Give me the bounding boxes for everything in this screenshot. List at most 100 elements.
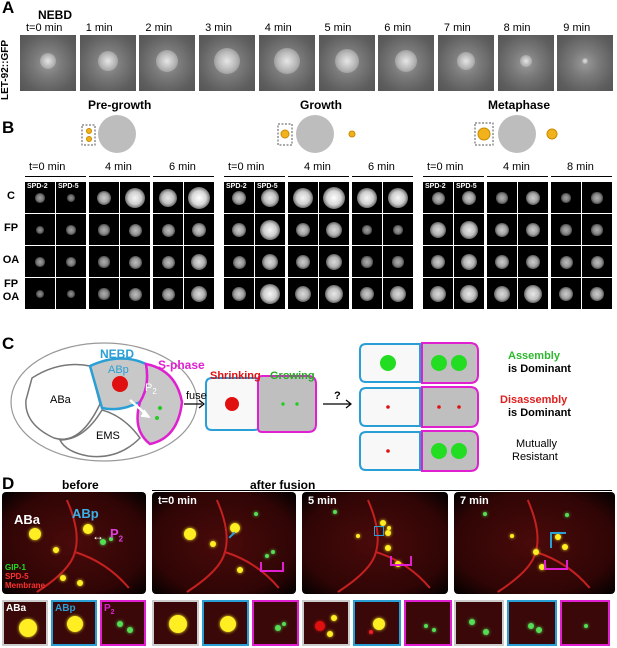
b-spot-0-1-0-1: [124, 187, 146, 209]
b-rule-2-2: [551, 176, 612, 177]
d-spot-t0-6: [254, 512, 258, 516]
b-spot-1-1-3-1: [324, 284, 344, 304]
a-time-6: 6 min: [384, 22, 412, 34]
b-spot-2-2-3-1: [589, 286, 605, 302]
c-shrinking-label: Shrinking: [210, 370, 261, 382]
b-rule-2-0: [423, 176, 484, 177]
d-inset-p2-sub: 2: [110, 609, 115, 616]
b-tile-1-1-0-0: [288, 182, 318, 213]
c-nebd-label: NEBD: [100, 347, 135, 361]
a-frame-7: [437, 35, 494, 91]
b-chan-label-0-1: SPD-5: [58, 183, 79, 190]
b-spot-1-2-0-1: [387, 187, 409, 209]
b-spot-1-1-0-1: [323, 187, 345, 209]
b-tile-0-0-3-1: [56, 278, 86, 309]
b-tile-1-1-3-0: [288, 278, 318, 309]
b-tile-0-0-1-0: [25, 214, 55, 245]
b-spot-1-0-2-1: [261, 253, 279, 271]
b-tile-0-0-3-0: [25, 278, 55, 309]
b-spot-0-0-3-0: [36, 290, 44, 298]
b-tile-1-0-3-1: [255, 278, 285, 309]
d-spot-t5-4: [385, 545, 391, 551]
d-inset-t7-1: [507, 600, 557, 646]
d-spot-t5-6: [356, 534, 360, 538]
b-tile-1-0-0-0: SPD-2: [224, 182, 254, 213]
a-nucleus-6: [395, 50, 418, 72]
b-spot-2-0-0-1: [461, 190, 477, 206]
b-spot-1-2-0-0: [356, 187, 378, 209]
d-inset-spot-t7-1-0: [528, 623, 534, 629]
a-frame-9: [557, 35, 614, 91]
b-spot-2-2-0-1: [591, 192, 603, 204]
d-inset-spot-t5-1-1: [369, 630, 373, 634]
d-p2-label: P2: [110, 526, 123, 544]
d-spot-t0-1: [230, 523, 240, 533]
pregrowth-nucleus: [98, 115, 136, 153]
b-rule-2-1: [487, 176, 548, 177]
b-tile-0-1-0-1: [120, 182, 150, 213]
d-inset-spot-t5-0-0: [315, 621, 325, 631]
b-rule-1-2: [352, 176, 413, 177]
b-time-1-2: 6 min: [368, 161, 395, 173]
d-inset-spot-t5-2-0: [424, 624, 428, 628]
b-tile-1-2-1-0: [352, 214, 382, 245]
d-inset-t5-1: [353, 600, 401, 646]
b-spot-2-0-3-0: [429, 285, 447, 303]
a-frame-2: [139, 35, 196, 91]
b-time-0-0: t=0 min: [29, 161, 66, 173]
b-time-2-0: t=0 min: [427, 161, 464, 173]
a-time-0: t=0 min: [26, 22, 63, 34]
b-tile-2-0-2-1: [454, 246, 484, 277]
d-inset-t0-0: [152, 600, 199, 646]
b-spot-0-0-1-0: [36, 226, 44, 234]
a-nucleus-8: [519, 55, 532, 67]
metaphase-centrosome-2: [546, 128, 558, 140]
b-tile-2-1-1-1: [518, 214, 548, 245]
d-inset-spot-t0-2-0: [275, 625, 281, 631]
b-tile-0-1-0-0: [89, 182, 119, 213]
b-tile-2-0-0-0: SPD-2: [423, 182, 453, 213]
b-spot-0-2-2-1: [190, 253, 208, 271]
b-spot-1-0-3-1: [259, 283, 281, 305]
d-time-1: t=0 min: [158, 495, 197, 507]
b-spot-0-2-1-1: [191, 222, 207, 238]
ems-cell: [58, 409, 141, 458]
b-spot-2-1-1-0: [494, 222, 510, 238]
b-spot-2-1-2-0: [494, 254, 510, 270]
b-spot-0-1-1-0: [98, 224, 110, 236]
b-spot-1-2-3-0: [359, 286, 375, 302]
d-spot-before-0: [29, 528, 41, 540]
a-frame-6: [378, 35, 435, 91]
d-spot-t0-5: [271, 550, 275, 554]
b-spot-2-2-2-1: [590, 255, 604, 269]
b-tile-0-1-2-1: [120, 246, 150, 277]
b-spot-0-1-2-1: [128, 255, 142, 269]
b-chan-label-1-1: SPD-5: [257, 183, 278, 190]
b-tile-0-2-3-1: [184, 278, 214, 309]
aba-cell: [25, 363, 101, 440]
b-tile-2-2-0-1: [582, 182, 612, 213]
panel-d-label: D: [2, 474, 15, 493]
a-time-9: 9 min: [563, 22, 591, 34]
a-time-5: 5 min: [324, 22, 352, 34]
d-inset-spot-before-2-0: [117, 621, 123, 627]
b-spot-2-0-0-0: [431, 191, 445, 205]
d-inset-before-0: ABa: [2, 600, 48, 646]
d-inset-spot-t0-1-0: [220, 616, 236, 632]
nebd-label: NEBD: [38, 8, 73, 22]
d-spot-t5-0: [333, 510, 337, 514]
d-spot-before-4: [77, 580, 83, 586]
d-inset-spot-before-1-0: [67, 616, 83, 632]
b-tile-2-0-0-1: SPD-5: [454, 182, 484, 213]
d-inset-spot-t7-1-1: [536, 627, 542, 633]
panel-c-label: C: [2, 334, 15, 353]
b-tile-2-1-3-0: [487, 278, 517, 309]
b-chan-label-0-0: SPD-2: [27, 183, 48, 190]
d-inset-t7-0: [454, 600, 504, 646]
b-rule-1-0: [224, 176, 285, 177]
b-tile-2-1-2-0: [487, 246, 517, 277]
b-time-0-1: 4 min: [105, 161, 132, 173]
stage-metaphase: Metaphase: [488, 98, 551, 112]
b-spot-1-1-2-1: [325, 253, 343, 271]
d-inset-spot-before-2-1: [127, 627, 133, 633]
